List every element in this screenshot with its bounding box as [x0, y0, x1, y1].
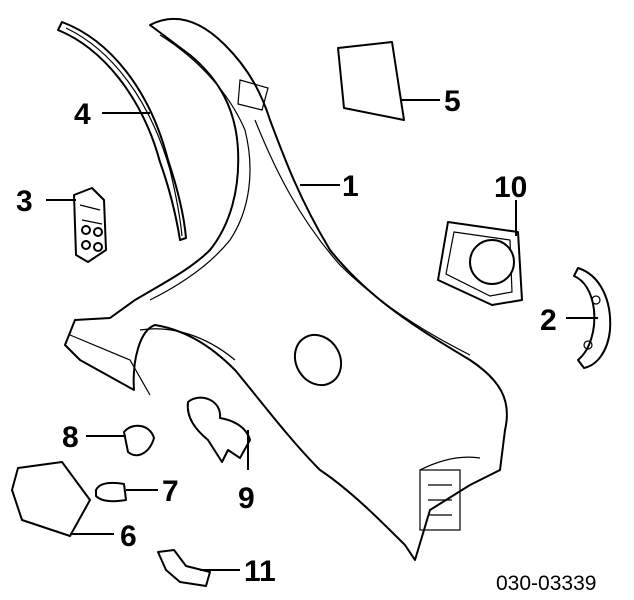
- callout-7: 7: [162, 475, 179, 508]
- callout-3: 3: [16, 185, 33, 218]
- part-11-clip: [157, 549, 211, 587]
- callout-9: 9: [238, 482, 255, 515]
- part-3-bracket: [73, 187, 107, 263]
- callout-4: 4: [74, 98, 91, 131]
- callout-2: 2: [540, 304, 557, 337]
- part-2-bracket: [573, 267, 612, 369]
- callout-5: 5: [444, 85, 461, 118]
- part-10-filler-housing: [437, 221, 523, 306]
- callout-1: 1: [342, 170, 359, 203]
- callout-8: 8: [62, 421, 79, 454]
- leader-lines: [46, 99, 598, 571]
- part-9-clip: [186, 396, 251, 463]
- part-6-lid: [11, 461, 91, 537]
- callouts: 4 3 1 5 10 2 8 7 6 9 11 030-03339: [16, 85, 596, 595]
- part-1-quarter-panel: [64, 17, 508, 561]
- callout-11: 11: [244, 555, 276, 588]
- part-8-cap: [123, 424, 155, 457]
- part-5-pad: [337, 41, 405, 121]
- part-7-plug: [95, 481, 127, 503]
- callout-10: 10: [494, 171, 527, 204]
- part-4-weatherstrip: [57, 21, 187, 241]
- callout-6: 6: [120, 520, 137, 553]
- drawing-code: 030-03339: [496, 572, 596, 595]
